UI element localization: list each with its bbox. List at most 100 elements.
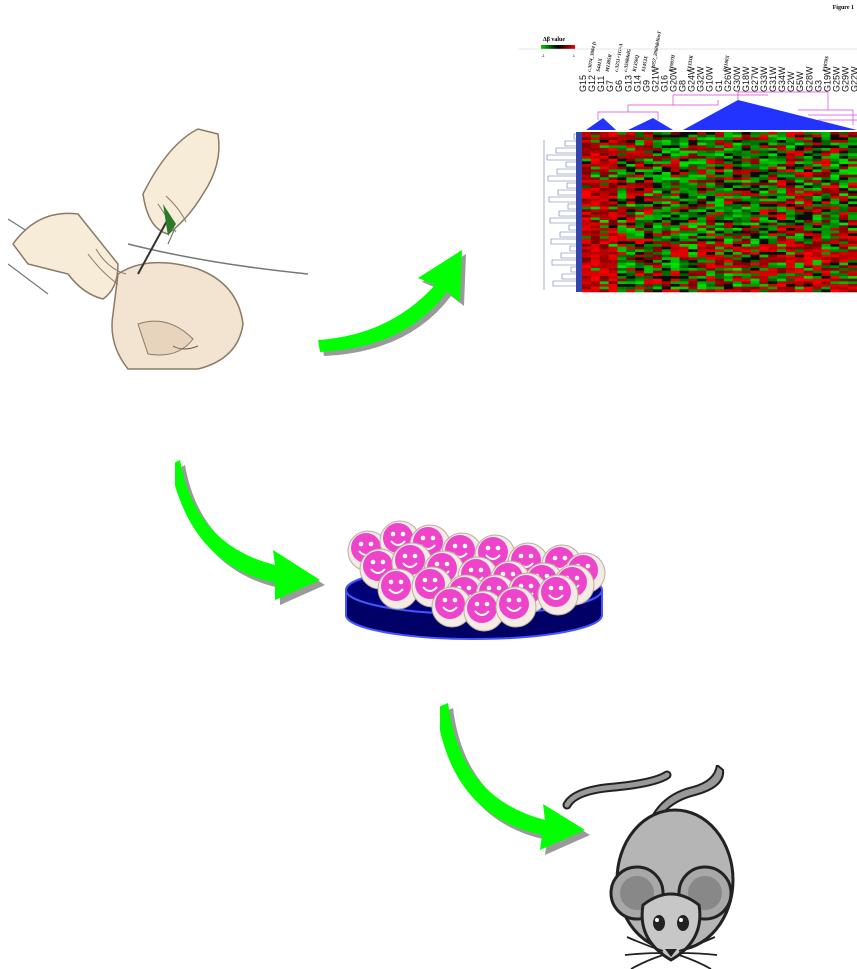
heatmap-cell <box>582 271 591 274</box>
heatmap-cell <box>724 279 733 282</box>
heatmap-cell <box>830 204 839 207</box>
heatmap-cell <box>839 137 848 140</box>
heatmap-cell <box>706 228 715 231</box>
heatmap-cell <box>715 263 724 266</box>
heatmap-cell <box>804 156 813 159</box>
heatmap-cell <box>662 289 671 292</box>
heatmap-cell <box>822 263 831 266</box>
heatmap-cell <box>582 276 591 279</box>
heatmap-cell <box>830 228 839 231</box>
heatmap-cell <box>653 156 662 159</box>
heatmap-cell <box>671 268 680 271</box>
heatmap-cell <box>715 140 724 143</box>
heatmap-cell <box>644 164 653 167</box>
heatmap-cell <box>635 212 644 215</box>
heatmap-cell <box>706 145 715 148</box>
heatmap-cell <box>724 276 733 279</box>
heatmap-cell <box>688 199 697 202</box>
heatmap-cell <box>804 175 813 178</box>
heatmap-cell <box>671 193 680 196</box>
heatmap-cell <box>671 217 680 220</box>
heatmap-cell <box>786 180 795 183</box>
heatmap-cell <box>680 175 689 178</box>
heatmap-cell <box>617 247 626 250</box>
heatmap-cell <box>813 271 822 274</box>
heatmap-cell <box>591 220 600 223</box>
heatmap-cell <box>653 241 662 244</box>
heatmap-cell <box>609 135 618 138</box>
heatmap-cell <box>697 135 706 138</box>
heatmap-cell <box>591 212 600 215</box>
heatmap-cell <box>591 191 600 194</box>
heatmap-cell <box>706 225 715 228</box>
heatmap-cell <box>795 260 804 263</box>
heatmap-cell <box>786 188 795 191</box>
heatmap-cell <box>680 215 689 218</box>
heatmap-cell <box>715 199 724 202</box>
heatmap-cell <box>635 276 644 279</box>
heatmap-cell <box>795 145 804 148</box>
heatmap-cell <box>813 233 822 236</box>
heatmap-cell <box>626 191 635 194</box>
heatmap-cell <box>609 199 618 202</box>
heatmap-cell <box>813 180 822 183</box>
heatmap-cell <box>848 231 857 234</box>
heatmap-cell <box>751 183 760 186</box>
heatmap-cell <box>768 215 777 218</box>
heatmap-cell <box>582 191 591 194</box>
heatmap-cell <box>617 140 626 143</box>
heatmap-cell <box>688 175 697 178</box>
heatmap-cell <box>839 244 848 247</box>
heatmap-cell <box>830 284 839 287</box>
heatmap-cell <box>609 145 618 148</box>
heatmap-cell <box>839 172 848 175</box>
heatmap-cell <box>830 196 839 199</box>
heatmap-cell <box>813 137 822 140</box>
heatmap-cell <box>751 199 760 202</box>
heatmap-cell <box>795 188 804 191</box>
heatmap-cell <box>839 260 848 263</box>
heatmap-cell <box>626 180 635 183</box>
heatmap-cell <box>759 255 768 258</box>
heatmap-cell <box>742 143 751 146</box>
heatmap-cell <box>839 204 848 207</box>
heatmap-cell <box>715 244 724 247</box>
heatmap-cell <box>795 185 804 188</box>
heatmap-cell <box>609 191 618 194</box>
heatmap-cell <box>751 252 760 255</box>
heatmap-cell <box>822 228 831 231</box>
heatmap-cell <box>759 207 768 210</box>
heatmap-cell <box>706 236 715 239</box>
heatmap-cell <box>822 223 831 226</box>
heatmap-cell <box>839 273 848 276</box>
heatmap-cell <box>830 241 839 244</box>
heatmap-cell <box>795 281 804 284</box>
heatmap-cell <box>680 169 689 172</box>
heatmap-cell <box>617 244 626 247</box>
heatmap-cell <box>777 271 786 274</box>
heatmap-cell <box>626 249 635 252</box>
dendrogram-branch <box>553 281 580 286</box>
heatmap-cell <box>626 161 635 164</box>
heatmap-cell <box>848 199 857 202</box>
heatmap-cell <box>742 220 751 223</box>
heatmap-cell <box>751 236 760 239</box>
heatmap-cell <box>662 153 671 156</box>
heatmap-cell <box>591 196 600 199</box>
heatmap-cell <box>848 287 857 290</box>
heatmap-cell <box>786 257 795 260</box>
heatmap-cell <box>609 196 618 199</box>
heatmap-cell <box>848 175 857 178</box>
heatmap-cell <box>715 241 724 244</box>
heatmap-cell <box>591 156 600 159</box>
heatmap-cell <box>653 215 662 218</box>
heatmap-cell <box>751 220 760 223</box>
heatmap-cell <box>715 287 724 290</box>
heatmap-cell <box>751 167 760 170</box>
heatmap-cell <box>759 220 768 223</box>
heatmap-cell <box>600 289 609 292</box>
heatmap-cell <box>688 143 697 146</box>
heatmap-cell <box>724 161 733 164</box>
heatmap-cell <box>662 260 671 263</box>
heatmap-cell <box>697 177 706 180</box>
